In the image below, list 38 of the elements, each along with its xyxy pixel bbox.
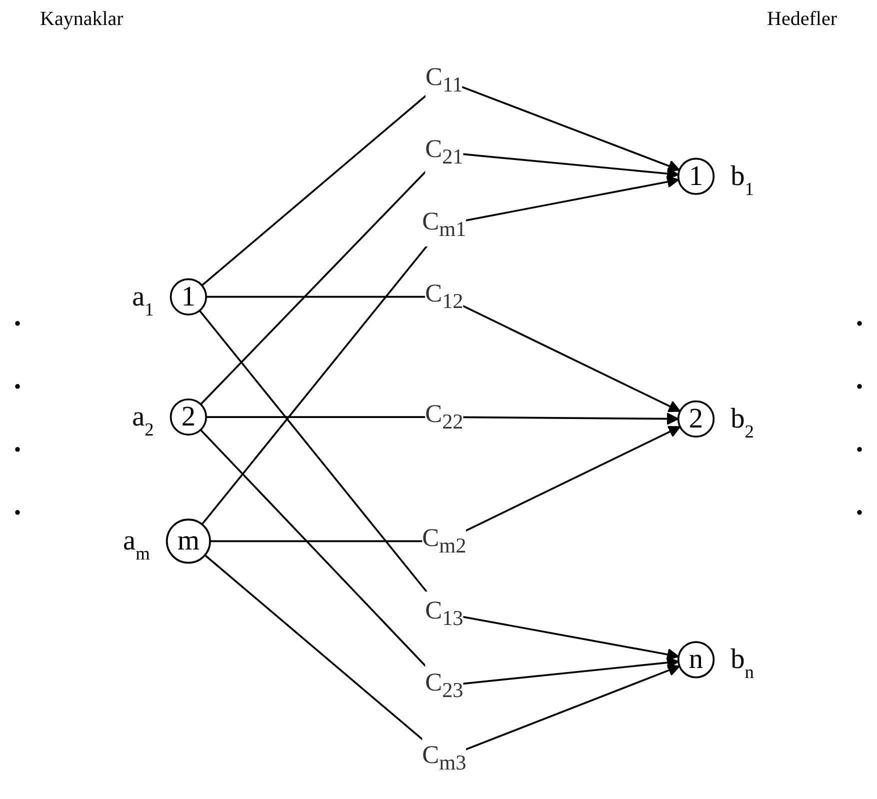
edge-label: C$_{13}$	[425, 596, 464, 630]
arrow	[200, 429, 679, 687]
edge-label: C$_{21}$	[425, 134, 464, 170]
arrow	[206, 412, 679, 425]
ellipsis-dot: •	[14, 313, 22, 336]
supply-demand-label: b$_{n}$	[730, 644, 754, 682]
ellipsis-dot: •	[14, 376, 22, 399]
edge-label: C$_{12}$	[425, 279, 464, 314]
edge-label: C$_{m3}$	[422, 740, 466, 775]
ellipsis-dot: •	[856, 502, 863, 525]
ellipsis-dot: •	[856, 439, 863, 462]
edge-label: C$_{22}$	[425, 399, 464, 434]
supply-demand-label: a$_{1}$	[132, 281, 154, 320]
column-heading: Kaynaklar	[40, 8, 124, 32]
arrow	[200, 151, 679, 405]
ellipsis-dot: •	[856, 376, 863, 399]
arrow	[201, 176, 680, 525]
node-circle: 1	[677, 158, 715, 195]
arrow	[206, 296, 681, 412]
ellipsis-dot: •	[14, 502, 22, 525]
supply-demand-label: b$_{2}$	[730, 403, 754, 442]
edge-label: C$_{m2}$	[422, 523, 466, 558]
node-circle: m	[166, 518, 211, 564]
node-circle: 1	[170, 278, 208, 316]
node-circle: 2	[170, 398, 208, 436]
node-circle: 2	[677, 400, 715, 438]
supply-demand-label: a$_{m}$	[123, 526, 150, 564]
column-heading: Hedefler	[767, 8, 837, 32]
ellipsis-dot: •	[14, 439, 22, 462]
arrow	[210, 426, 681, 542]
supply-demand-label: b$_{1}$	[730, 160, 754, 199]
ellipsis-dot: •	[856, 313, 863, 336]
supply-demand-label: a$_{2}$	[132, 402, 154, 440]
edge-label: C$_{m1}$	[422, 206, 466, 242]
arrow	[198, 310, 680, 661]
edge-label: C$_{23}$	[425, 668, 464, 703]
edge-label: C$_{11}$	[425, 62, 463, 98]
node-circle: n	[677, 641, 715, 678]
